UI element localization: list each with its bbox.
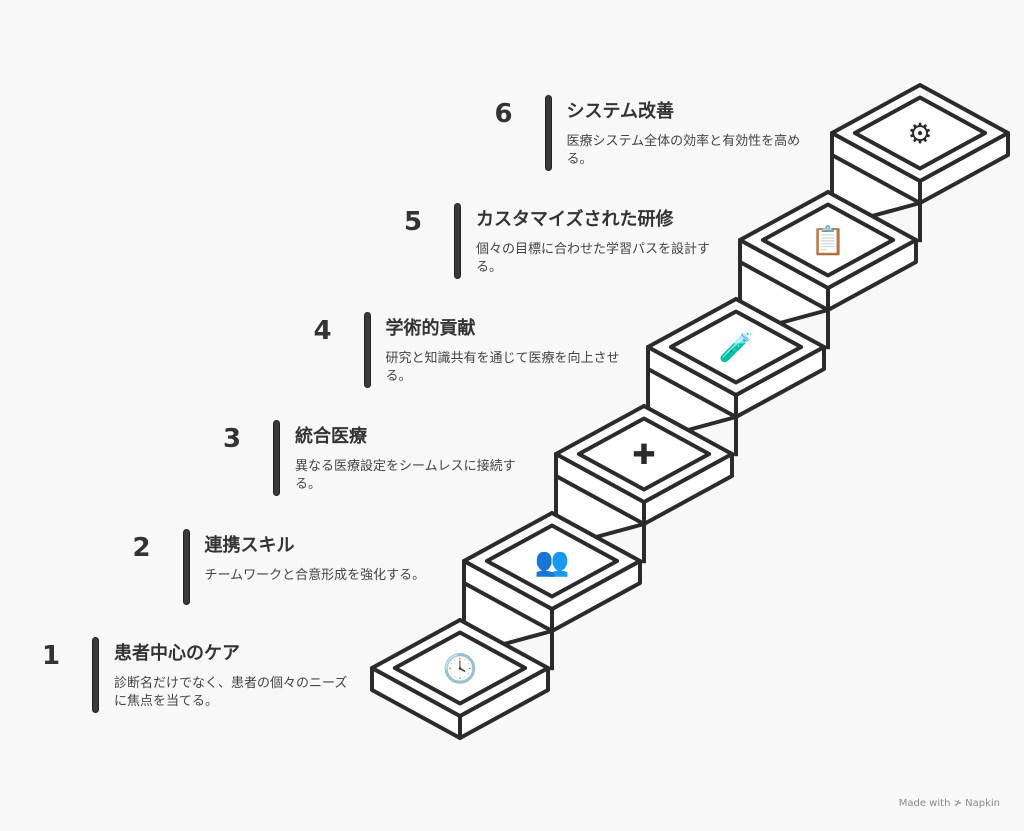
step-top xyxy=(646,297,826,397)
step-description: 個々の目標に合わせた学習パスを設計する。 xyxy=(476,242,711,275)
napkin-watermark: Made with ≯ Napkin xyxy=(898,798,1000,809)
step-top-inner xyxy=(576,416,712,492)
medical-laptop-icon: ✚ xyxy=(632,438,655,471)
step-top xyxy=(370,618,550,718)
step-title: 統合医療 xyxy=(295,426,367,447)
step-number: 5 xyxy=(404,207,423,237)
step-number: 1 xyxy=(42,641,61,671)
step-divider-bar xyxy=(454,203,461,279)
step-divider-bar xyxy=(273,420,280,496)
step-number: 3 xyxy=(223,424,242,454)
step-title: カスタマイズされた研修 xyxy=(476,209,674,230)
team-collaboration-icon: 👥 xyxy=(535,545,570,578)
step-divider-bar xyxy=(544,94,552,171)
step-top xyxy=(830,83,1010,183)
step-top xyxy=(554,404,734,504)
step-top-inner xyxy=(668,309,804,385)
learning-plan-icon: 📋 xyxy=(811,224,846,257)
step-description: 異なる医療設定をシームレスに接続する。 xyxy=(295,459,516,492)
step-number: 4 xyxy=(313,315,332,346)
step-top xyxy=(462,511,642,611)
step-divider-bar xyxy=(182,528,190,605)
step-description: 医療システム全体の効率と有効性を高める。 xyxy=(566,133,801,167)
step-description: 診断名だけでなく、患者の個々のニーズに焦点を当てる。 xyxy=(114,676,348,709)
step-description: チームワークと合意形成を強化する。 xyxy=(204,567,426,583)
step-divider-bar xyxy=(92,637,99,713)
step-top xyxy=(738,190,918,290)
step-number: 6 xyxy=(494,98,513,129)
researcher-icon: 🧪 xyxy=(719,331,754,364)
step-divider-bar xyxy=(363,311,371,388)
patient-consultation-icon: 🕓 xyxy=(443,652,478,685)
step-top-inner xyxy=(760,202,896,278)
step-number: 2 xyxy=(132,532,151,563)
step-top-inner xyxy=(392,630,528,706)
step-title: 患者中心のケア xyxy=(114,643,240,664)
step-top-inner xyxy=(484,523,620,599)
step-title: 連携スキル xyxy=(204,534,295,556)
step-title: システム改善 xyxy=(566,100,674,122)
system-improvement-icon: ⚙ xyxy=(907,117,932,150)
step-top-inner xyxy=(852,95,988,171)
step-description: 研究と知識共有を通じて医療を向上させる。 xyxy=(385,350,620,384)
step-title: 学術的貢献 xyxy=(385,317,476,339)
